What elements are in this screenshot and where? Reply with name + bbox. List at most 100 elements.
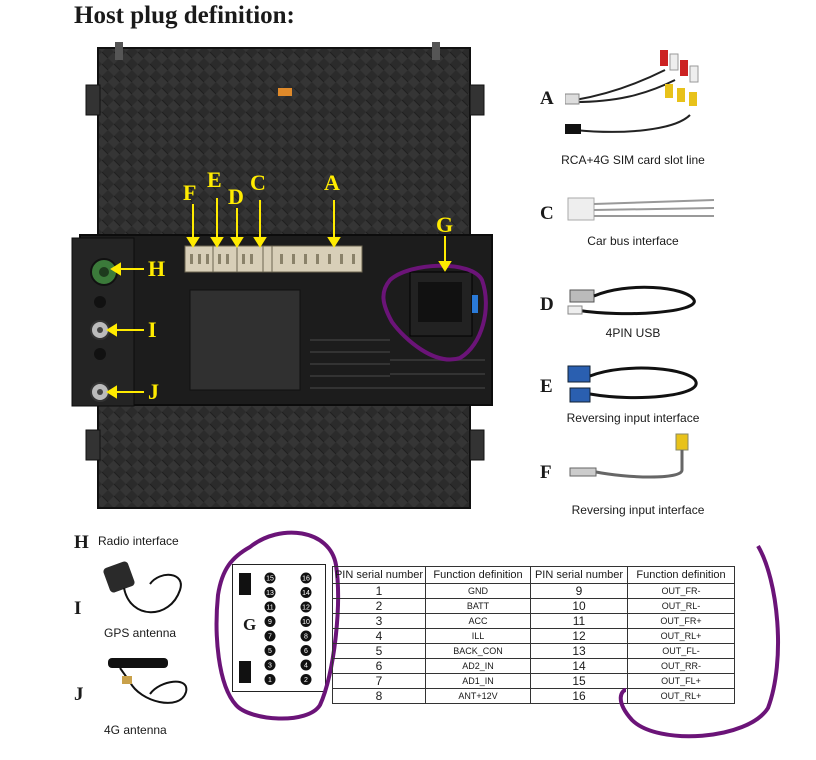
accessory-letter-c: C [540, 203, 554, 224]
table-cell: GND [425, 583, 531, 599]
interface-letter-i: I [74, 598, 82, 619]
connector-pin-number: 5 [268, 648, 272, 655]
label-j: J [148, 379, 159, 404]
table-cell: 3 [332, 613, 426, 629]
connector-key [239, 573, 251, 595]
accessory-letter-d: D [540, 294, 554, 315]
connector-pin-number: 15 [266, 576, 274, 583]
connector-pin [264, 601, 276, 613]
table-cell: 11 [530, 613, 628, 629]
usb-6pin-cable-image [567, 365, 698, 403]
usb-4pin-cable-image [567, 285, 696, 316]
table-header: PIN serial number [332, 566, 426, 584]
label-c: C [250, 170, 266, 195]
accessory-caption-d: 4PIN USB [605, 326, 661, 340]
connector-pin-number: 12 [302, 605, 310, 612]
page-title: Host plug definition: [74, 2, 295, 29]
connector-pin [300, 587, 312, 598]
table-cell: 16 [530, 688, 628, 704]
car-bus-cable-image [567, 197, 715, 221]
table-cell: ANT+12V [425, 688, 531, 704]
connector-pin-number: 14 [302, 590, 310, 597]
connector-pin-number: 13 [266, 590, 274, 597]
connector-pin [264, 572, 276, 584]
table-cell: 1 [332, 583, 426, 599]
connector-pin-number: 10 [302, 619, 310, 626]
label-e: E [207, 167, 222, 192]
interface-letter-h: H [74, 532, 89, 553]
table-header: Function definition [425, 566, 531, 584]
connector-pin-number: 7 [268, 634, 272, 641]
interface-letter-j: J [74, 684, 84, 705]
table-cell: ILL [425, 628, 531, 644]
connector-key [239, 661, 251, 683]
4g-antenna-image [108, 658, 188, 704]
table-cell: ACC [425, 613, 531, 629]
table-cell: 10 [530, 598, 628, 614]
connector-pin-number: 2 [304, 677, 308, 684]
table-cell: 13 [530, 643, 628, 659]
table-cell: BATT [425, 598, 531, 614]
connector-pin [300, 572, 312, 584]
accessory-caption-e: Reversing input interface [566, 411, 700, 425]
head-unit-photo: F E D C A G H I J [71, 42, 493, 509]
label-i: I [148, 317, 157, 342]
accessory-letter-e: E [540, 376, 553, 397]
table-cell: 12 [530, 628, 628, 644]
connector-pin [300, 630, 312, 642]
reversing-cable-image [569, 433, 689, 479]
table-cell: 8 [332, 688, 426, 704]
table-highlight [618, 544, 780, 739]
connector-pin-number: 16 [302, 576, 310, 583]
label-d: D [228, 184, 244, 209]
table-cell: 5 [332, 643, 426, 659]
table-cell: BACK_CON [425, 643, 531, 659]
table-cell: OUT_RL+ [627, 688, 735, 704]
connector-pin [264, 659, 276, 671]
accessory-letter-a: A [540, 88, 554, 109]
table-cell: 15 [530, 673, 628, 689]
g-highlight-circle [381, 263, 488, 362]
table-row: 2 BATT 10 OUT_RL- [332, 598, 735, 614]
connector-pin [300, 659, 312, 671]
accessory-caption-a: RCA+4G SIM card slot line [561, 153, 705, 167]
rca-cable-image [565, 50, 699, 134]
table-cell: 7 [332, 673, 426, 689]
connector-pin [300, 601, 312, 613]
interface-caption-j: 4G antenna [104, 723, 167, 737]
table-cell: 6 [332, 658, 426, 674]
label-a: A [324, 170, 340, 195]
table-cell: 9 [530, 583, 628, 599]
table-row: 5 BACK_CON 13 OUT_FL- [332, 643, 735, 659]
connector-pin-number: 11 [266, 605, 273, 612]
connector-pin-number: 3 [268, 663, 272, 670]
connector-pin [264, 630, 276, 642]
connector-pin-number: 1 [268, 677, 272, 684]
connector-pin [264, 645, 276, 656]
connector-pin [300, 674, 312, 685]
table-row: 8 ANT+12V 16 OUT_RL+ [332, 688, 735, 704]
table-cell: 4 [332, 628, 426, 644]
interface-caption-h: Radio interface [98, 534, 179, 548]
gps-antenna-image [103, 561, 182, 614]
accessory-caption-f: Reversing input interface [571, 503, 705, 517]
table-cell: AD2_IN [425, 658, 531, 674]
connector-g-label: G [243, 615, 257, 634]
connector-highlight [214, 530, 341, 721]
connector-pin-number: 8 [304, 634, 308, 641]
table-cell: AD1_IN [425, 673, 531, 689]
label-f: F [183, 180, 196, 205]
table-cell: 14 [530, 658, 628, 674]
connector-pin [300, 616, 312, 627]
table-header: PIN serial number [530, 566, 628, 584]
connector-g-diagram: G [232, 564, 326, 692]
connector-pin [264, 616, 276, 627]
pin-definition-table: PIN serial number Function definition PI… [332, 566, 735, 704]
label-h: H [148, 256, 165, 281]
accessory-caption-c: Car bus interface [587, 234, 679, 248]
accessory-letter-f: F [540, 462, 552, 483]
connector-pin [264, 674, 276, 685]
connector-pin [264, 587, 276, 598]
connector-pin [300, 645, 312, 656]
